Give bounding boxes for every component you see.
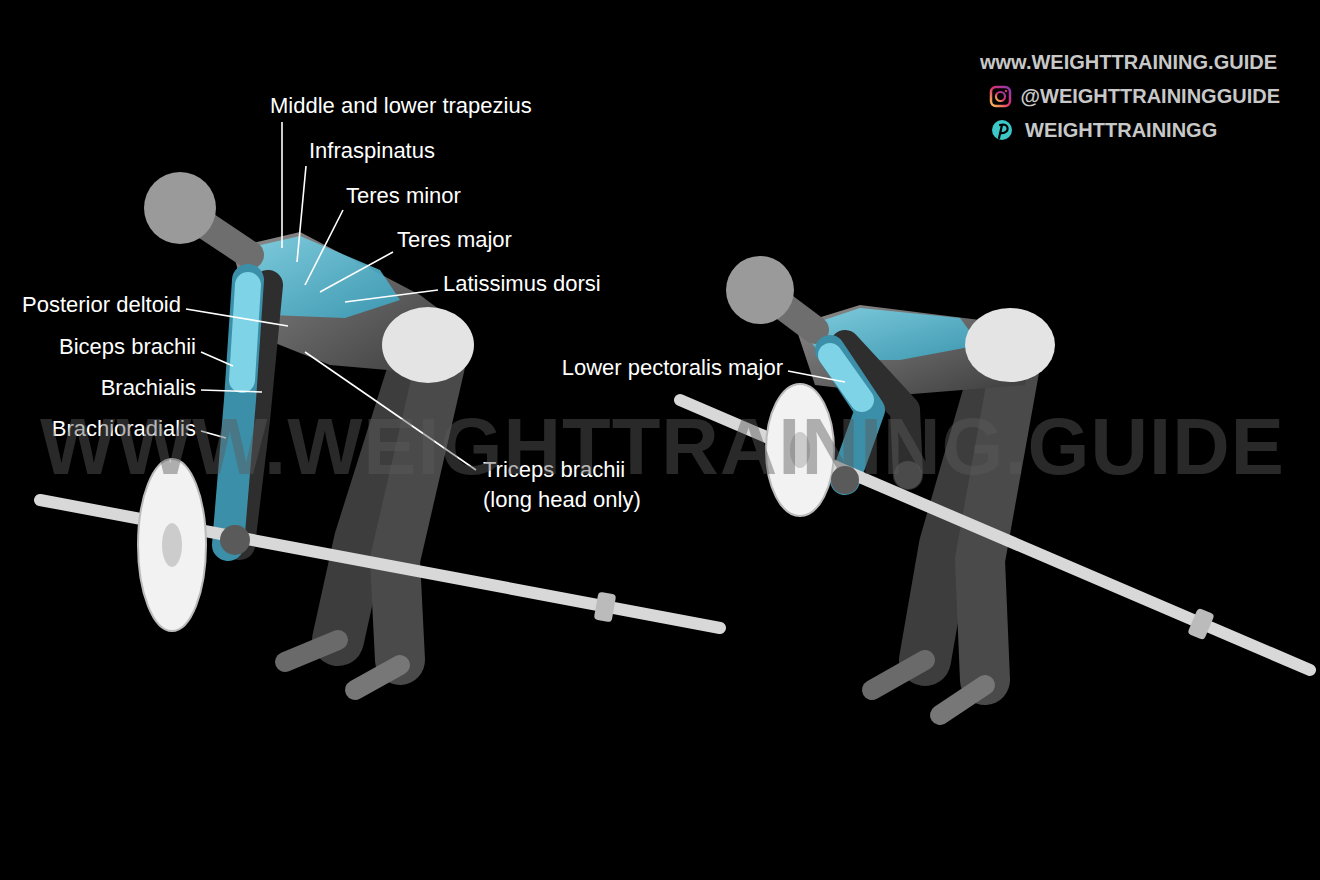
- muscle-label: Brachialis: [101, 373, 196, 403]
- muscle-label: Posterior deltoid: [22, 290, 181, 320]
- muscle-label: Teres minor: [346, 181, 461, 211]
- watermark: WWW.WEIGHTTRAINING.GUIDE: [40, 407, 1285, 487]
- muscle-label: Teres major: [397, 225, 512, 255]
- muscle-label: Lower pectoralis major: [562, 353, 783, 383]
- social-handle: @WEIGHTTRAININGGUIDE: [1021, 84, 1281, 108]
- muscle-label: Infraspinatus: [309, 136, 435, 166]
- muscle-label: Latissimus dorsi: [443, 269, 601, 299]
- social-icons: [991, 87, 1012, 140]
- social-handle: WEIGHTTRAININGG: [1025, 118, 1217, 142]
- muscle-label: Biceps brachii: [59, 332, 196, 362]
- site-url: www.WEIGHTTRAINING.GUIDE: [980, 50, 1277, 74]
- muscle-label: Middle and lower trapezius: [270, 91, 532, 121]
